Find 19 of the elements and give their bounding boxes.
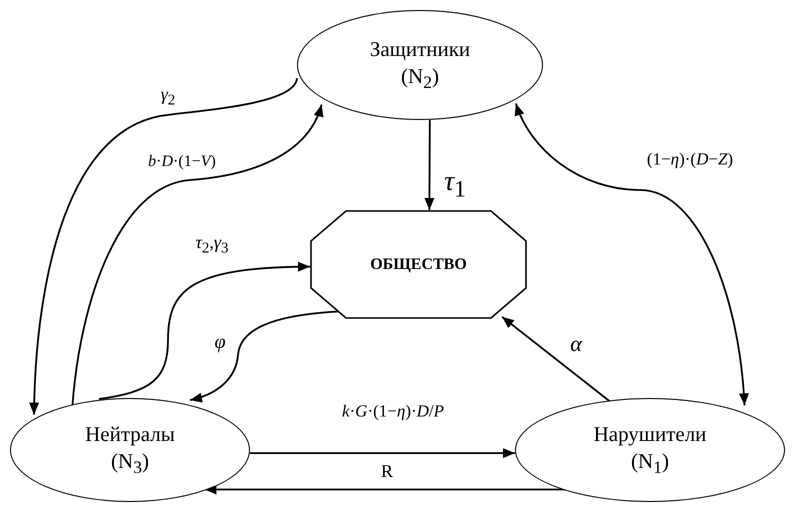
- edge-label: k·G·(1−η)·D/P: [340, 402, 446, 422]
- node-label: (N$_{1}$): [631, 448, 669, 479]
- arrow: [98, 262, 310, 400]
- node-label: Нейтралы: [85, 421, 175, 448]
- arrow: [190, 310, 340, 402]
- node-label: (N$_{2}$): [401, 62, 439, 94]
- arrow: [502, 316, 610, 402]
- arrow: [424, 120, 434, 210]
- edge-label: (1−η)·(D−Z): [644, 150, 736, 170]
- octagon-box: [310, 210, 527, 319]
- arrow: [29, 78, 298, 415]
- node-label: Защитники: [370, 36, 470, 63]
- edge-label: b·D·(1−V): [146, 153, 218, 171]
- node-label: (N$_{3}$): [111, 448, 149, 479]
- arrow: [72, 104, 322, 406]
- arrow: [515, 103, 749, 406]
- node-label: ОБЩЕСТВО: [370, 254, 467, 274]
- arrow: [250, 448, 515, 458]
- node-label: Нарушители: [594, 421, 706, 448]
